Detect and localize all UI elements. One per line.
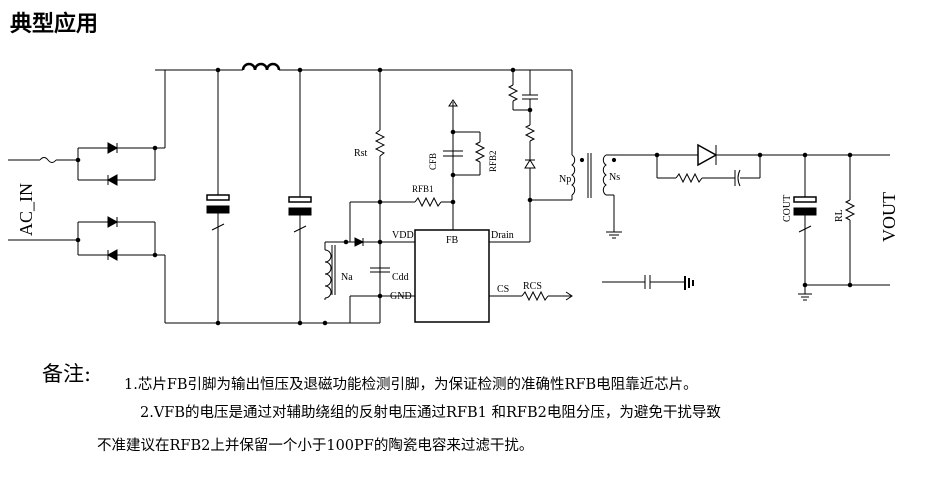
- resistor-rfb1: [349, 196, 456, 242]
- controller-chip: [414, 229, 490, 323]
- output-rectifier: [654, 143, 890, 187]
- vout-label: VOUT: [879, 192, 899, 242]
- note-line-1: 1.芯片FB引脚为输出恒压及退磁功能检测引脚，为保证检测的准确性RFB电阻靠近芯…: [124, 377, 698, 393]
- note-line-2: 2.VFB的电压是通过对辅助绕组的反射电压通过RFB1 和RFB2电阻分压，为避…: [140, 405, 721, 421]
- bulk-capacitor-2: [288, 70, 312, 323]
- rfb2-label: RFB2: [488, 150, 498, 172]
- note-line-3: 不准建议在RFB2上并保留一个小于100PF的陶瓷电容来过滤干扰。: [97, 438, 534, 454]
- drain-snubber: [489, 69, 573, 243]
- ns-label: Ns: [609, 172, 620, 183]
- inductor-symbol: [241, 62, 281, 71]
- transformer: [571, 153, 657, 239]
- drain-pin-label: Drain: [491, 230, 514, 241]
- bulk-capacitor-1: [206, 70, 230, 323]
- output-capacitor: [793, 155, 817, 301]
- y-capacitor: [602, 275, 694, 290]
- page-title: 典型应用: [10, 11, 99, 37]
- notes-heading: 备注:: [42, 362, 92, 386]
- rl-label: RL: [834, 209, 845, 222]
- rcs-label: RCS: [523, 281, 542, 292]
- na-label: Na: [341, 272, 353, 283]
- fb-network: [443, 99, 486, 230]
- cs-network: [489, 290, 573, 302]
- vdd-network: [322, 237, 415, 326]
- cfb-label: CFB: [428, 153, 438, 170]
- vdd-pin-label: VDD: [392, 230, 414, 241]
- cdd-label: Cdd: [392, 272, 409, 283]
- bridge-rectifier: [77, 69, 166, 323]
- rfb1-label: RFB1: [412, 184, 434, 194]
- np-label: Np: [559, 174, 571, 185]
- fb-pin-label: FB: [446, 235, 459, 246]
- cout-label: COUT: [782, 195, 793, 222]
- ac-in-label: AC_IN: [16, 183, 36, 236]
- load-resistor: [805, 155, 890, 288]
- cs-pin-label: CS: [497, 284, 509, 295]
- gnd-pin-label: GND: [390, 291, 412, 302]
- rst-label: Rst: [354, 148, 368, 159]
